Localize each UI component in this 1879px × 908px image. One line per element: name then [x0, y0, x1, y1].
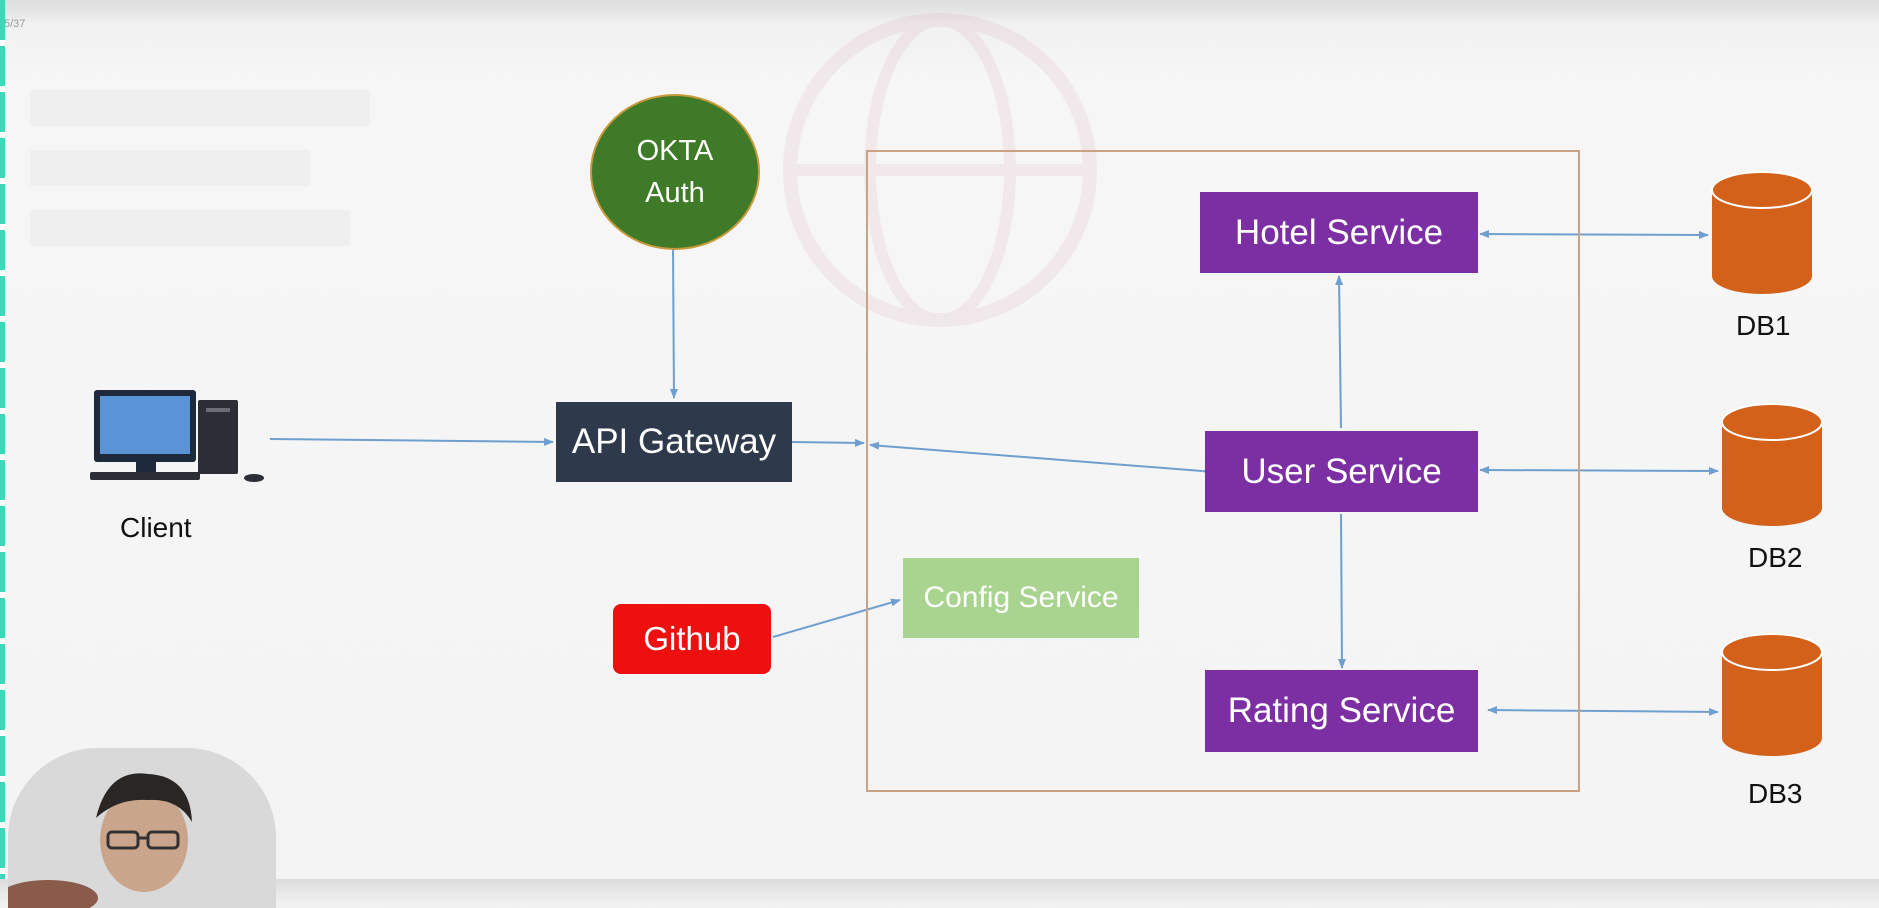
left-edge-strip	[0, 0, 5, 879]
edge-hotel-db1	[1479, 230, 1709, 239]
connector-layer	[269, 230, 1719, 716]
presenter-webcam	[8, 748, 276, 908]
presenter-avatar-icon	[8, 748, 276, 908]
rating-service-node: Rating Service	[1205, 670, 1478, 752]
frame-counter: 5/37	[4, 18, 26, 30]
database-icon-db2	[1721, 403, 1823, 526]
edge-okta-to-api	[669, 247, 678, 399]
rating-service-label: Rating Service	[1227, 691, 1456, 730]
okta-line1: OKTA	[636, 135, 714, 167]
ghost-logo-watermark	[30, 90, 370, 246]
edge-api-to-gateway-arrow	[791, 438, 865, 447]
github-node: Github	[613, 604, 771, 674]
database-icon-db1	[1711, 171, 1813, 294]
config-service-node: Config Service	[903, 558, 1139, 638]
microservices-boundary	[866, 150, 1580, 792]
user-service-node: User Service	[1205, 431, 1478, 512]
database-icon-db3	[1721, 633, 1823, 756]
edge-client-to-api	[269, 437, 554, 446]
edge-github-to-config	[772, 598, 901, 638]
globe-watermark-icon	[783, 13, 1097, 327]
api-gateway-label: API Gateway	[571, 422, 777, 461]
api-gateway-node: API Gateway	[556, 402, 792, 482]
github-label: Github	[643, 620, 741, 657]
computer-icon	[90, 390, 264, 482]
db2-label: DB2	[1748, 542, 1803, 573]
db3-label: DB3	[1748, 778, 1803, 809]
edge-rating-db3	[1487, 706, 1719, 716]
okta-auth-node: OKTA Auth	[590, 94, 760, 250]
db1-label: DB1	[1736, 310, 1791, 341]
okta-line2: Auth	[645, 177, 705, 209]
config-service-label: Config Service	[923, 581, 1119, 614]
user-service-label: User Service	[1241, 451, 1442, 491]
hotel-service-label: Hotel Service	[1234, 212, 1444, 252]
hotel-service-node: Hotel Service	[1200, 192, 1478, 273]
edge-user-to-hotel	[1335, 275, 1344, 429]
edge-user-to-rating	[1337, 513, 1346, 669]
edge-user-to-api	[869, 441, 1212, 476]
client-label: Client	[120, 512, 192, 543]
edge-user-db2	[1479, 466, 1719, 475]
